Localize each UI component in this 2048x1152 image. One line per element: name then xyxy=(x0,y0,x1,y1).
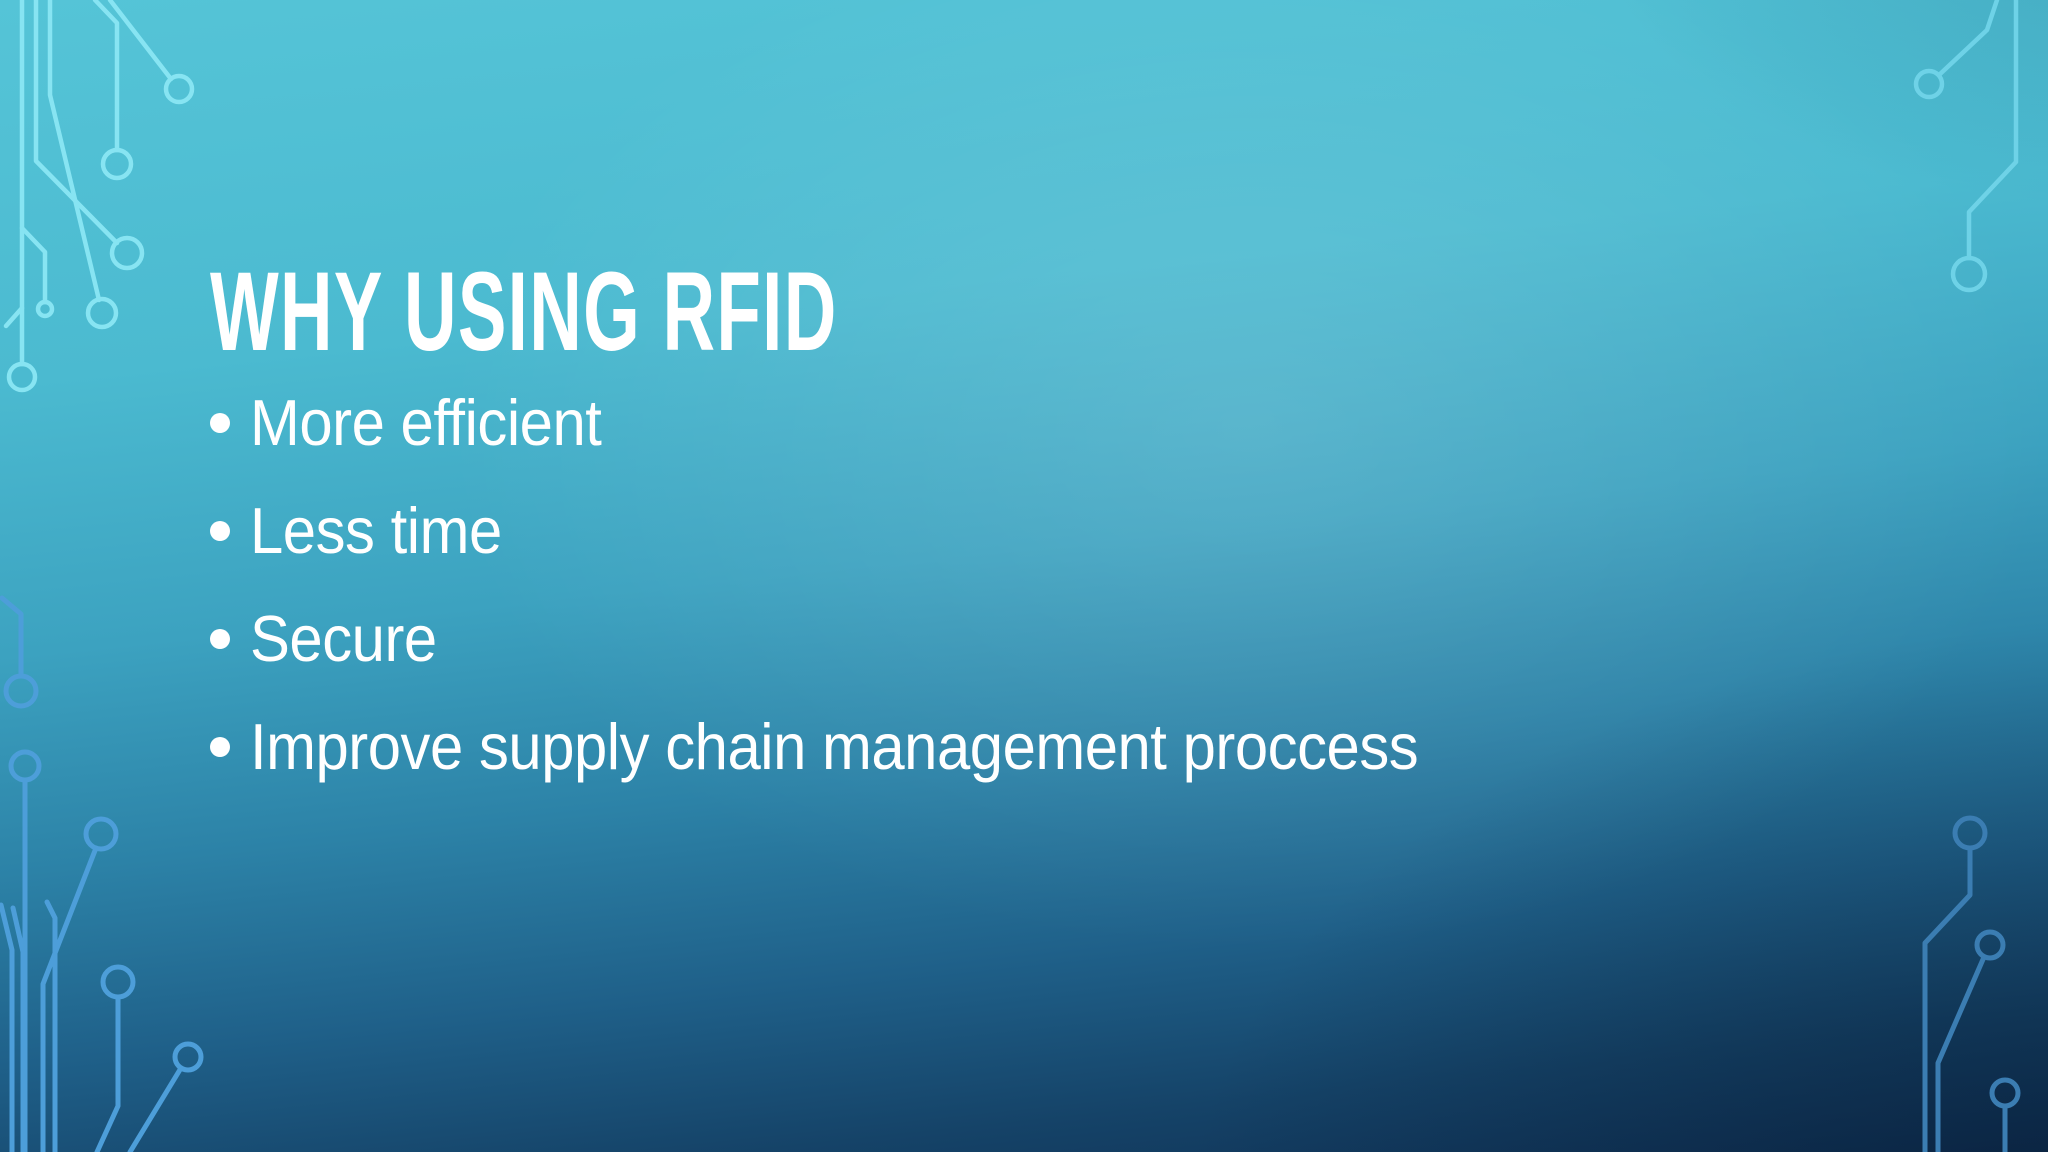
circuit-traces-top-right-icon xyxy=(1913,0,2019,293)
bullet-item: Improve supply chain management proccess xyxy=(210,714,1520,779)
circuit-traces-bottom-right-icon xyxy=(1922,815,2021,1152)
bullet-text: Secure xyxy=(250,602,437,675)
circuit-traces-top-right-group xyxy=(1913,0,2019,293)
slide-title: WHY USING RFID xyxy=(210,249,838,375)
bullet-dot-icon xyxy=(210,628,230,649)
bullet-item: Less time xyxy=(210,498,1520,563)
bullet-dot-icon xyxy=(210,412,230,433)
bullet-item: Secure xyxy=(210,606,1520,671)
circuit-traces-bottom-left-group xyxy=(0,595,204,1152)
bullet-text: More efficient xyxy=(250,386,602,459)
bullet-item: More efficient xyxy=(210,390,1520,455)
bullet-dot-icon xyxy=(210,520,230,541)
circuit-traces-bottom-right-group xyxy=(1922,815,2021,1152)
circuit-traces-top-left-icon xyxy=(3,0,195,393)
bullet-dot-icon xyxy=(210,736,230,757)
bullet-text: Improve supply chain management proccess xyxy=(250,710,1419,783)
bullet-list: More efficient Less time Secure Improve … xyxy=(210,390,1520,779)
bullet-text: Less time xyxy=(250,494,502,567)
circuit-traces-top-left-group xyxy=(3,0,195,393)
